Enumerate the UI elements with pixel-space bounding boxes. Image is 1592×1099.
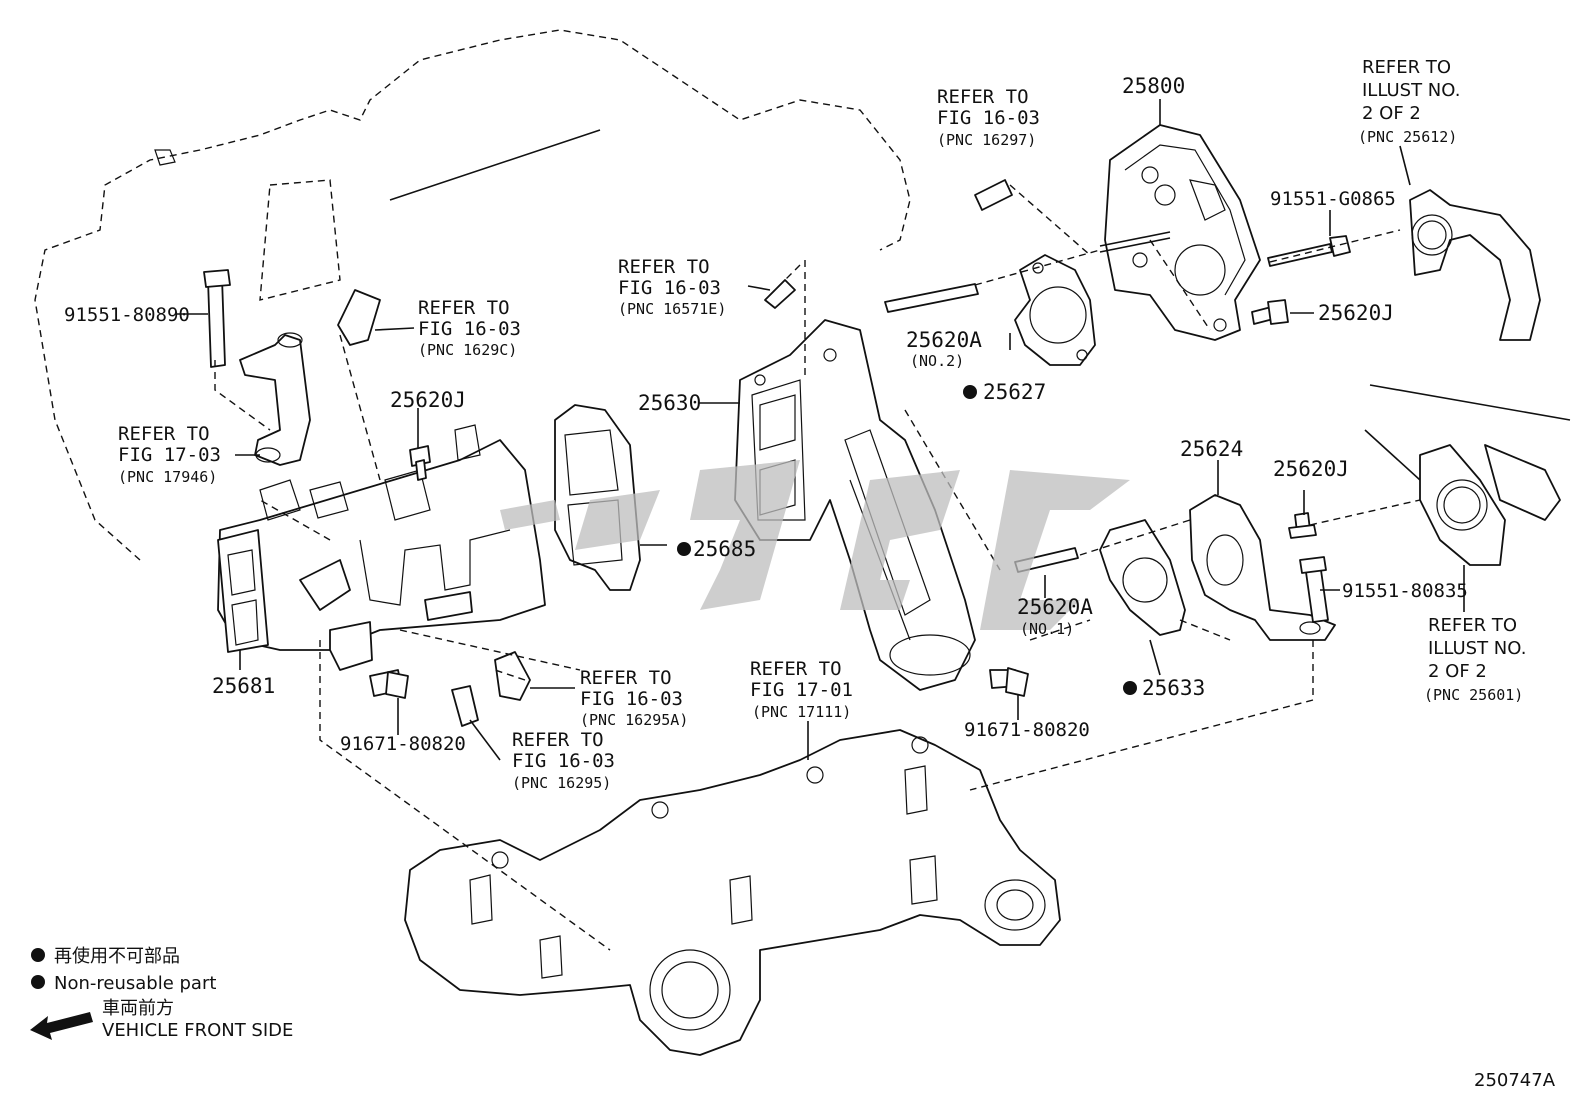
ref-16297-line3: (PNC 16297) — [937, 131, 1036, 149]
callout-25620j-left[interactable]: 25620J — [390, 388, 466, 412]
ref-16295-line1: REFER TO — [512, 729, 604, 751]
egr-valve-25800[interactable] — [1104, 124, 1261, 341]
bolt-25620j-left[interactable] — [409, 445, 431, 481]
callout-no1: (NO.1) — [1020, 620, 1074, 638]
ref-25612-line2: ILLUST NO. — [1362, 80, 1460, 101]
callout-25620a-no1[interactable]: 25620A — [1017, 595, 1093, 619]
callout-91671-80820-left[interactable]: 91671-80820 — [340, 733, 466, 755]
legend-nonreusable-en: Non-reusable part — [54, 973, 216, 994]
bracket-17946 — [239, 332, 311, 466]
stud-25620a-no2[interactable] — [884, 283, 979, 313]
ref-25612-line4: (PNC 25612) — [1358, 128, 1457, 146]
engine-block-outline — [34, 29, 911, 561]
callout-91551-80890[interactable]: 91551-80890 — [64, 304, 190, 326]
ref-17111-line3: (PNC 17111) — [752, 703, 851, 721]
front-arrow-icon — [30, 1012, 93, 1040]
callout-25620j-mid[interactable]: 25620J — [1273, 457, 1349, 481]
callout-25633[interactable]: 25633 — [1142, 676, 1205, 700]
ref-16295a-line3: (PNC 16295A) — [580, 711, 688, 729]
ref-1629c-line3: (PNC 1629C) — [418, 341, 517, 359]
callout-91551-g0865[interactable]: 91551-G0865 — [1270, 188, 1396, 210]
legend: 再使用不可部品 Non-reusable part 車両前方 VEHICLE F… — [30, 946, 293, 1041]
ref-16295-line3: (PNC 16295) — [512, 774, 611, 792]
ref-17111-line2: FIG 17-01 — [750, 679, 853, 701]
egr-cooler-25681[interactable] — [217, 424, 546, 671]
hose-1629c — [337, 289, 381, 346]
intake-manifold-17111 — [404, 729, 1061, 1056]
nonreusable-dot-25633 — [1123, 681, 1137, 695]
callout-91671-80820-right[interactable]: 91671-80820 — [964, 719, 1090, 741]
ref-25612-line3: 2 OF 2 — [1362, 103, 1421, 124]
ref-25601-line3: 2 OF 2 — [1428, 661, 1487, 682]
watermark-logo — [500, 460, 1130, 630]
ref-16297-line1: REFER TO — [937, 86, 1029, 108]
bolt-25620j-right[interactable] — [1251, 299, 1289, 325]
bolt-91671-80820-right[interactable] — [989, 667, 1029, 697]
bolt-91551-g0865[interactable] — [1267, 235, 1351, 267]
callout-25620a-no2[interactable]: 25620A — [906, 328, 982, 352]
legend-front-jp: 車両前方 — [102, 998, 174, 1019]
ref-17946-line3: (PNC 17946) — [118, 468, 217, 486]
callouts: 25800 REFER TO FIG 16-03 (PNC 16297) REF… — [64, 57, 1526, 792]
nonreusable-dot-25627 — [963, 385, 977, 399]
callout-no2: (NO.2) — [910, 352, 964, 370]
ref-16295a-line1: REFER TO — [580, 667, 672, 689]
callout-25681[interactable]: 25681 — [212, 674, 275, 698]
ref-25601-line4: (PNC 25601) — [1424, 686, 1523, 704]
legend-dot-jp — [31, 948, 45, 962]
ref-25612-line1: REFER TO — [1362, 57, 1451, 78]
ref-17111-line1: REFER TO — [750, 658, 842, 680]
hose-16295 — [451, 685, 479, 727]
ref-16571e-line3: (PNC 16571E) — [618, 300, 726, 318]
ref-25601-line1: REFER TO — [1428, 615, 1517, 636]
callout-25685[interactable]: 25685 — [693, 537, 756, 561]
callout-25800[interactable]: 25800 — [1122, 74, 1185, 98]
ref-16295-line2: FIG 16-03 — [512, 750, 615, 772]
bolt-91671-80820-left[interactable] — [369, 669, 409, 699]
bolt-25620j-mid[interactable] — [1288, 512, 1317, 539]
bracket-25624[interactable] — [1189, 494, 1336, 641]
bolt-91551-80890[interactable] — [203, 269, 231, 368]
callout-91551-80835[interactable]: 91551-80835 — [1342, 580, 1468, 602]
callout-25627[interactable]: 25627 — [983, 380, 1046, 404]
ref-17946-line1: REFER TO — [118, 423, 210, 445]
bolt-91551-80835[interactable] — [1299, 556, 1329, 623]
callout-25624[interactable]: 25624 — [1180, 437, 1243, 461]
gasket-25627[interactable] — [1014, 254, 1096, 366]
ref-16295a-line2: FIG 16-03 — [580, 688, 683, 710]
ref-1629c-line2: FIG 16-03 — [418, 318, 521, 340]
egr-pipe-top-right — [1409, 189, 1541, 341]
egr-pipe-right — [1364, 384, 1571, 566]
gasket-25633[interactable] — [1099, 519, 1186, 636]
ref-16297-line2: FIG 16-03 — [937, 107, 1040, 129]
callout-25620j-right[interactable]: 25620J — [1318, 301, 1394, 325]
leader-lines — [175, 99, 1465, 951]
legend-dot-en — [31, 975, 45, 989]
illustration-id: 250747A — [1474, 1070, 1556, 1091]
gasket-25685[interactable] — [554, 404, 641, 591]
ref-17946-line2: FIG 17-03 — [118, 444, 221, 466]
legend-front-en: VEHICLE FRONT SIDE — [102, 1020, 293, 1041]
pin-16297 — [974, 179, 1013, 211]
ref-1629c-line1: REFER TO — [418, 297, 510, 319]
callout-25630[interactable]: 25630 — [638, 391, 701, 415]
nonreusable-dot-25685 — [677, 542, 691, 556]
ref-25601-line2: ILLUST NO. — [1428, 638, 1526, 659]
ref-16571e-line1: REFER TO — [618, 256, 710, 278]
stud-25800 — [1099, 231, 1171, 253]
legend-nonreusable-jp: 再使用不可部品 — [54, 946, 180, 967]
ref-16571e-line2: FIG 16-03 — [618, 277, 721, 299]
